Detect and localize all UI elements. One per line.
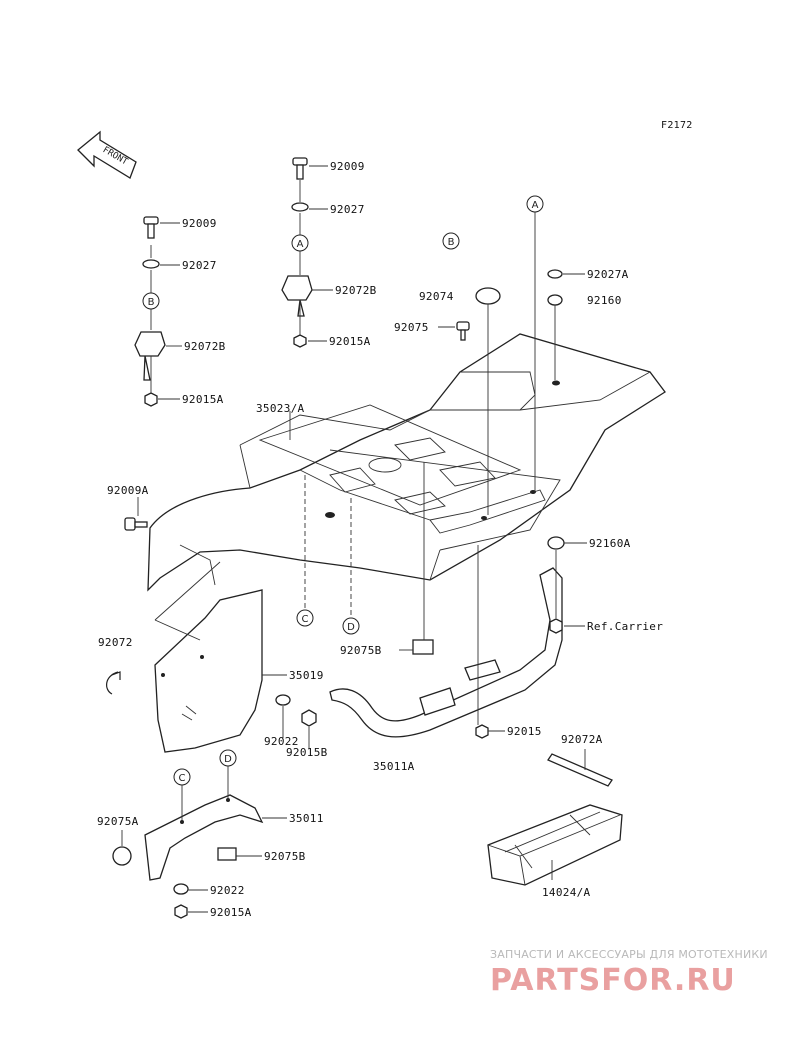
part-label-92075b-center: 92075B xyxy=(340,644,382,657)
callout-d-upper: D xyxy=(342,617,360,635)
leader-lines xyxy=(121,165,587,913)
watermark-brand: PARTSFOR.RU xyxy=(490,963,736,998)
callout-b-left-label: B xyxy=(148,297,155,308)
part-label-92075: 92075 xyxy=(394,321,429,334)
callout-b-left: B xyxy=(142,292,160,310)
part-label-35019: 35019 xyxy=(289,669,324,682)
callout-d-lower-label: D xyxy=(224,754,232,765)
carrier-tube xyxy=(329,567,563,738)
part-label-92075a: 92075A xyxy=(97,815,139,828)
seat-pad xyxy=(487,804,623,886)
callout-d-upper-label: D xyxy=(347,622,355,633)
part-label-92015: 92015 xyxy=(507,725,542,738)
mud-flap xyxy=(154,589,263,753)
part-label-92009a: 92009A xyxy=(107,484,149,497)
callout-a-top: A xyxy=(291,234,309,252)
part-label-92072b-left: 92072B xyxy=(184,340,226,353)
part-label-92015a-lower: 92015A xyxy=(210,906,252,919)
part-label-92027-center: 92027 xyxy=(330,203,365,216)
part-label-92074: 92074 xyxy=(419,290,454,303)
part-label-92072a: 92072A xyxy=(561,733,603,746)
part-label-92022-lower: 92022 xyxy=(210,884,245,897)
callout-c-lower-label: C xyxy=(179,773,186,784)
part-label-92027-left: 92027 xyxy=(182,259,217,272)
hardware xyxy=(106,157,565,919)
part-label-92160: 92160 xyxy=(587,294,622,307)
callout-c-lower: C xyxy=(173,768,191,786)
part-label-92027a: 92027A xyxy=(587,268,629,281)
part-label-92072b-center: 92072B xyxy=(335,284,377,297)
callout-a-top-label: A xyxy=(297,239,304,250)
callout-a-right-label: A xyxy=(532,200,539,211)
front-arrow-icon: FRONT xyxy=(77,130,137,179)
part-label-92009-left: 92009 xyxy=(182,217,217,230)
bracket-35011 xyxy=(144,794,264,881)
part-label-92015a-center: 92015A xyxy=(329,335,371,348)
part-label-92072: 92072 xyxy=(98,636,133,649)
part-label-ref-carrier: Ref.Carrier xyxy=(587,620,664,633)
part-label-92009-center: 92009 xyxy=(330,160,365,173)
rear-fender xyxy=(147,333,666,592)
part-label-92022-center: 92022 xyxy=(264,735,299,748)
callout-a-right: A xyxy=(526,195,544,213)
part-label-35023a: 35023/A xyxy=(256,402,305,415)
part-label-92160a: 92160A xyxy=(589,537,631,550)
watermark-tagline: ЗАПЧАСТИ И АКСЕССУАРЫ ДЛЯ МОТОТЕХНИКИ xyxy=(490,948,768,961)
part-label-35011a: 35011A xyxy=(373,760,415,773)
callout-d-lower: D xyxy=(219,749,237,767)
strap xyxy=(547,753,613,787)
callout-b-center: B xyxy=(442,232,460,250)
callout-b-center-label: B xyxy=(448,237,455,248)
part-label-92015b: 92015B xyxy=(286,746,328,759)
diagram-code: F2172 xyxy=(661,120,693,131)
callout-c-upper: C xyxy=(296,609,314,627)
callout-c-upper-label: C xyxy=(302,614,309,625)
part-label-92015a-left: 92015A xyxy=(182,393,224,406)
part-label-92075b-lower: 92075B xyxy=(264,850,306,863)
part-label-14024a: 14024/A xyxy=(542,886,591,899)
part-label-35011: 35011 xyxy=(289,812,324,825)
